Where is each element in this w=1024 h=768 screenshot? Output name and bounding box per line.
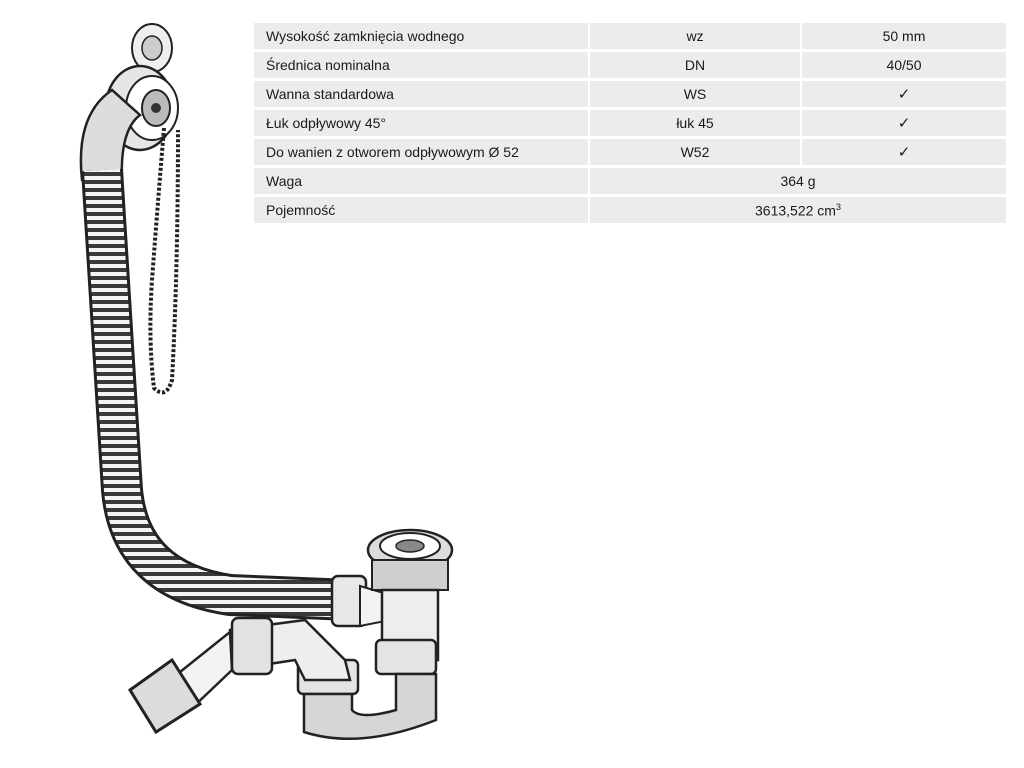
weight-label: Waga xyxy=(254,168,588,194)
capacity-label: Pojemność xyxy=(254,197,588,223)
capacity-unit-exponent: 3 xyxy=(835,201,841,212)
check-icon: ✓ xyxy=(802,81,1006,107)
overflow-rosette xyxy=(104,64,179,152)
row-label: Do wanien z otworem odpływowym Ø 52 xyxy=(254,139,588,165)
row-label: Łuk odpływowy 45° xyxy=(254,110,588,136)
table-row: Średnica nominalna DN 40/50 xyxy=(254,52,1006,78)
capacity-cell: 3613,522 cm3 xyxy=(590,197,1006,223)
plug-chain xyxy=(148,127,180,395)
row-code: DN xyxy=(590,52,800,78)
table-row: Do wanien z otworem odpływowym Ø 52 W52 … xyxy=(254,139,1006,165)
check-icon: ✓ xyxy=(802,139,1006,165)
spec-table: Wysokość zamknięcia wodnego wz 50 mm Śre… xyxy=(252,20,1008,226)
row-code: wz xyxy=(590,23,800,49)
table-row: Wanna standardowa WS ✓ xyxy=(254,81,1006,107)
row-label: Średnica nominalna xyxy=(254,52,588,78)
overflow-cap xyxy=(131,23,173,73)
weight-value: 364 g xyxy=(590,168,1006,194)
row-code: łuk 45 xyxy=(590,110,800,136)
table-row: Waga 364 g xyxy=(254,168,1006,194)
bath-drain-siphon-icon xyxy=(79,23,454,740)
table-row: Pojemność 3613,522 cm3 xyxy=(254,197,1006,223)
row-code: W52 xyxy=(590,139,800,165)
row-label: Wanna standardowa xyxy=(254,81,588,107)
row-value: 50 mm xyxy=(802,23,1006,49)
row-label: Wysokość zamknięcia wodnego xyxy=(254,23,588,49)
outlet-pipe xyxy=(127,616,352,735)
table-row: Wysokość zamknięcia wodnego wz 50 mm xyxy=(254,23,1006,49)
check-icon: ✓ xyxy=(802,110,1006,136)
capacity-value: 3613,522 cm xyxy=(755,202,836,219)
row-code: WS xyxy=(590,81,800,107)
table-row: Łuk odpływowy 45° łuk 45 ✓ xyxy=(254,110,1006,136)
row-value: 40/50 xyxy=(802,52,1006,78)
